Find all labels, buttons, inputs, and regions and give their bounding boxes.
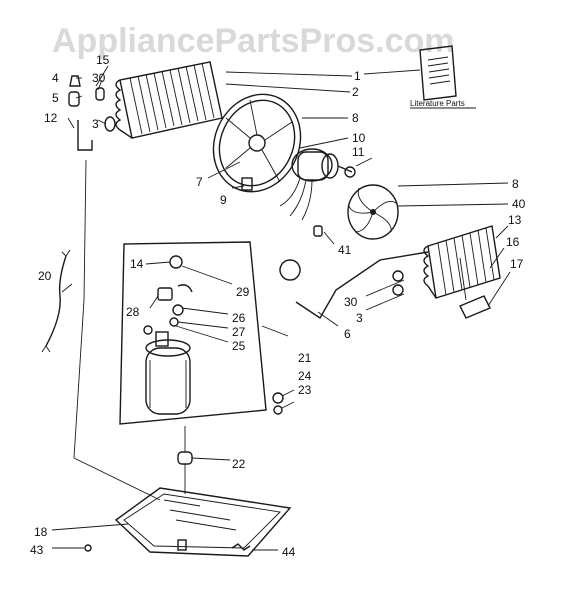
callout-41: 41: [338, 243, 352, 257]
callout-9: 9: [220, 193, 227, 207]
compressor-terminal-parts[interactable]: [157, 255, 193, 327]
callout-14: 14: [130, 257, 144, 271]
fan-shroud[interactable]: [198, 80, 316, 206]
base-pan[interactable]: [114, 487, 292, 557]
grommet-2[interactable]: [392, 284, 404, 296]
callout-5: 5: [52, 91, 59, 105]
watermark-text: AppliancePartsPros.com: [52, 22, 454, 60]
compressor-frame[interactable]: [119, 241, 267, 425]
callout-16: 16: [506, 235, 520, 249]
callout-25: 25: [232, 339, 246, 353]
callout-2: 2: [352, 85, 359, 99]
assembly-guide-line: [73, 159, 161, 501]
callout-28: 28: [126, 305, 140, 319]
callout-30b: 30: [344, 295, 358, 309]
screw-43[interactable]: [84, 544, 92, 552]
callout-30a: 30: [92, 71, 106, 85]
grommet[interactable]: [392, 270, 404, 282]
fan-motor[interactable]: [279, 148, 353, 221]
leader-lines: [51, 65, 511, 551]
filter-part[interactable]: [459, 295, 491, 319]
callout-43: 43: [30, 543, 44, 557]
callout-18: 18: [34, 525, 48, 539]
callout-17: 17: [510, 257, 524, 271]
motor-clip[interactable]: [344, 166, 356, 178]
callout-44: 44: [282, 545, 296, 559]
callout-23: 23: [298, 383, 312, 397]
callout-13: 13: [508, 213, 522, 227]
mounting-bracket[interactable]: [241, 177, 253, 191]
capillary-tube[interactable]: [295, 251, 429, 319]
mounting-washer[interactable]: [273, 405, 283, 415]
callout-10: 10: [352, 131, 366, 145]
wire-harness[interactable]: [45, 255, 67, 347]
callout-4: 4: [52, 71, 59, 85]
fitting-parts[interactable]: [68, 75, 116, 132]
refrigerant-tube[interactable]: [77, 120, 93, 151]
callout-6: 6: [344, 327, 351, 341]
callout-24: 24: [298, 369, 312, 383]
callout-3a: 3: [92, 117, 99, 131]
callout-1: 1: [354, 69, 361, 83]
callout-26: 26: [232, 311, 246, 325]
compressor[interactable]: [143, 325, 191, 415]
connector-part[interactable]: [313, 225, 323, 237]
literature-booklet[interactable]: Literature Parts: [410, 45, 476, 109]
compressor-grommet[interactable]: [177, 451, 193, 465]
blower-fan-blade[interactable]: [347, 184, 399, 240]
mounting-nut[interactable]: [272, 392, 284, 404]
clip-44[interactable]: [231, 543, 251, 551]
callout-21: 21: [298, 351, 312, 365]
callout-labels: 1 2 3 3 4 5 6 7 8 8 9 10 11 12 13 14 15 …: [30, 53, 526, 559]
condenser-coil[interactable]: [115, 61, 223, 139]
evaporator-coil[interactable]: [423, 225, 501, 299]
callout-7: 7: [196, 175, 203, 189]
callout-27: 27: [232, 325, 246, 339]
callout-22: 22: [232, 457, 246, 471]
callout-12: 12: [44, 111, 58, 125]
callout-11: 11: [352, 145, 365, 159]
callout-15: 15: [96, 53, 110, 67]
callout-40: 40: [512, 197, 526, 211]
callout-3b: 3: [356, 311, 363, 325]
literature-parts-label: Literature Parts: [410, 99, 465, 108]
callout-8b: 8: [512, 177, 519, 191]
callout-20: 20: [38, 269, 52, 283]
callout-8a: 8: [352, 111, 359, 125]
callout-29: 29: [236, 285, 250, 299]
